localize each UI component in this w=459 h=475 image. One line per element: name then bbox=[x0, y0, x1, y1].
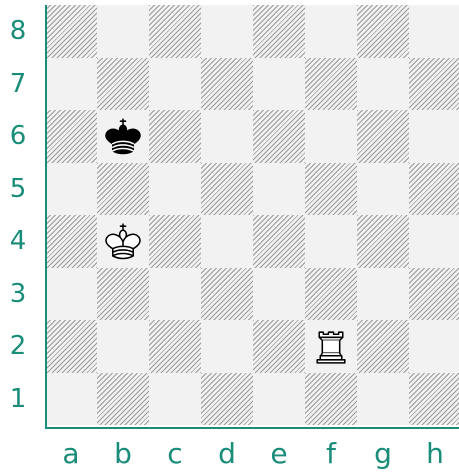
square-c2[interactable] bbox=[149, 320, 201, 373]
file-label-d: d bbox=[201, 433, 253, 473]
square-f8[interactable] bbox=[305, 5, 357, 58]
rank-label-7: 7 bbox=[0, 58, 36, 110]
square-e3[interactable] bbox=[253, 268, 305, 321]
square-a2[interactable] bbox=[45, 320, 97, 373]
square-b5[interactable] bbox=[97, 163, 149, 216]
square-c7[interactable] bbox=[149, 58, 201, 111]
square-b1[interactable] bbox=[97, 373, 149, 426]
file-label-c: c bbox=[149, 433, 201, 473]
file-label-a: a bbox=[45, 433, 97, 473]
square-a5[interactable] bbox=[45, 163, 97, 216]
square-g2[interactable] bbox=[357, 320, 409, 373]
square-e8[interactable] bbox=[253, 5, 305, 58]
square-f5[interactable] bbox=[305, 163, 357, 216]
square-a8[interactable] bbox=[45, 5, 97, 58]
square-c1[interactable] bbox=[149, 373, 201, 426]
rank-label-6: 6 bbox=[0, 110, 36, 162]
rank-label-3: 3 bbox=[0, 268, 36, 320]
white-rook-icon[interactable] bbox=[305, 320, 357, 373]
board-border-bottom bbox=[45, 427, 459, 429]
square-c3[interactable] bbox=[149, 268, 201, 321]
square-g3[interactable] bbox=[357, 268, 409, 321]
square-h1[interactable] bbox=[409, 373, 459, 426]
square-b3[interactable] bbox=[97, 268, 149, 321]
square-f7[interactable] bbox=[305, 58, 357, 111]
rank-label-4: 4 bbox=[0, 215, 36, 267]
square-h7[interactable] bbox=[409, 58, 459, 111]
rank-label-1: 1 bbox=[0, 373, 36, 425]
white-king-icon[interactable] bbox=[97, 215, 149, 268]
square-b2[interactable] bbox=[97, 320, 149, 373]
square-e7[interactable] bbox=[253, 58, 305, 111]
rank-label-2: 2 bbox=[0, 320, 36, 372]
file-label-b: b bbox=[97, 433, 149, 473]
square-g7[interactable] bbox=[357, 58, 409, 111]
square-e2[interactable] bbox=[253, 320, 305, 373]
square-f3[interactable] bbox=[305, 268, 357, 321]
file-label-e: e bbox=[253, 433, 305, 473]
square-a3[interactable] bbox=[45, 268, 97, 321]
square-h5[interactable] bbox=[409, 163, 459, 216]
square-h4[interactable] bbox=[409, 215, 459, 268]
rank-label-8: 8 bbox=[0, 5, 36, 57]
square-b8[interactable] bbox=[97, 5, 149, 58]
black-king-icon[interactable] bbox=[97, 110, 149, 163]
board-border-left bbox=[45, 5, 47, 429]
square-g1[interactable] bbox=[357, 373, 409, 426]
file-label-h: h bbox=[409, 433, 459, 473]
square-d3[interactable] bbox=[201, 268, 253, 321]
square-g5[interactable] bbox=[357, 163, 409, 216]
square-f1[interactable] bbox=[305, 373, 357, 426]
square-a1[interactable] bbox=[45, 373, 97, 426]
square-a4[interactable] bbox=[45, 215, 97, 268]
square-a6[interactable] bbox=[45, 110, 97, 163]
square-c8[interactable] bbox=[149, 5, 201, 58]
rank-label-5: 5 bbox=[0, 163, 36, 215]
square-h8[interactable] bbox=[409, 5, 459, 58]
square-d1[interactable] bbox=[201, 373, 253, 426]
square-g4[interactable] bbox=[357, 215, 409, 268]
square-e1[interactable] bbox=[253, 373, 305, 426]
square-a7[interactable] bbox=[45, 58, 97, 111]
chess-board[interactable] bbox=[45, 5, 459, 425]
square-c6[interactable] bbox=[149, 110, 201, 163]
square-g6[interactable] bbox=[357, 110, 409, 163]
square-h2[interactable] bbox=[409, 320, 459, 373]
square-f4[interactable] bbox=[305, 215, 357, 268]
square-d4[interactable] bbox=[201, 215, 253, 268]
square-e5[interactable] bbox=[253, 163, 305, 216]
square-c5[interactable] bbox=[149, 163, 201, 216]
square-h3[interactable] bbox=[409, 268, 459, 321]
square-e4[interactable] bbox=[253, 215, 305, 268]
file-label-f: f bbox=[305, 433, 357, 473]
square-d5[interactable] bbox=[201, 163, 253, 216]
square-h6[interactable] bbox=[409, 110, 459, 163]
square-d2[interactable] bbox=[201, 320, 253, 373]
square-f6[interactable] bbox=[305, 110, 357, 163]
square-d8[interactable] bbox=[201, 5, 253, 58]
square-g8[interactable] bbox=[357, 5, 409, 58]
square-d6[interactable] bbox=[201, 110, 253, 163]
square-b7[interactable] bbox=[97, 58, 149, 111]
square-c4[interactable] bbox=[149, 215, 201, 268]
file-label-g: g bbox=[357, 433, 409, 473]
square-e6[interactable] bbox=[253, 110, 305, 163]
square-d7[interactable] bbox=[201, 58, 253, 111]
